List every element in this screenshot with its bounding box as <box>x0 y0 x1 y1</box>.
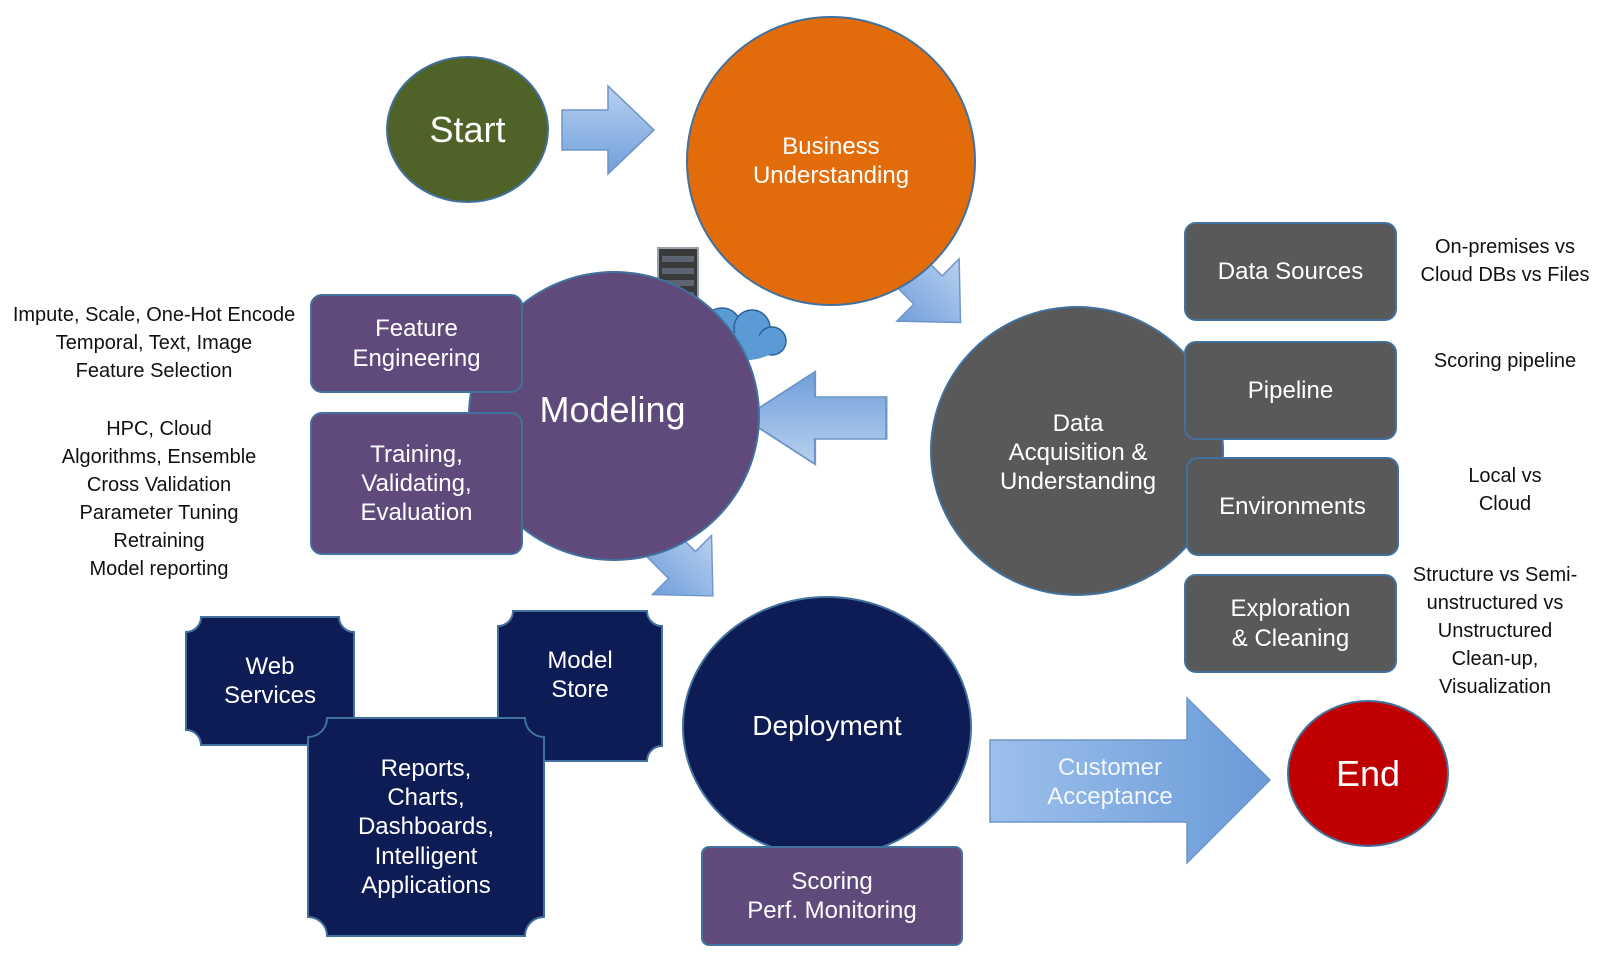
feature-engineering-box <box>310 294 523 393</box>
feature-engineering-note: Impute, Scale, One-Hot Encode Temporal, … <box>12 304 296 382</box>
end-node <box>1287 700 1449 847</box>
start-label: Start <box>429 108 506 150</box>
reports-label: Reports, Charts, Dashboards, Intelligent… <box>357 754 495 899</box>
pipeline-box <box>1184 341 1397 440</box>
training-box <box>310 412 523 555</box>
reports-shape <box>307 717 545 937</box>
scoring-label: Scoring Perf. Monitoring <box>747 867 917 924</box>
business-understanding-label: Business Understanding <box>752 132 910 189</box>
deployment-node <box>682 596 972 858</box>
environments-note: Local vs Cloud <box>1468 465 1542 515</box>
data-sources-box <box>1184 222 1397 321</box>
data-acquisition-label: Data Acquisition & Understanding <box>999 409 1157 496</box>
scoring-box <box>701 846 963 946</box>
environments-label: Environments <box>1219 492 1366 520</box>
web-services-label: Web Services <box>223 652 317 709</box>
arrow-data-to-modeling <box>742 369 888 467</box>
pipeline-note: Scoring pipeline <box>1433 350 1577 372</box>
pipeline-label: Pipeline <box>1247 376 1334 404</box>
business-understanding-node <box>686 16 976 306</box>
data-sources-label: Data Sources <box>1217 257 1364 285</box>
start-node <box>386 56 549 203</box>
deployment-label: Deployment <box>752 709 902 741</box>
end-label: End <box>1335 752 1401 794</box>
data-sources-note: On-premises vs Cloud DBs vs Files <box>1420 236 1590 286</box>
model-store-shape <box>497 610 663 762</box>
arrow-start-to-business <box>561 84 656 176</box>
customer-acceptance-label: Customer Acceptance <box>1047 753 1173 810</box>
exploration-note: Structure vs Semi- unstructured vs Unstr… <box>1412 564 1578 698</box>
environments-box <box>1186 457 1399 556</box>
feature-engineering-label: Feature Engineering <box>352 315 481 372</box>
arrow-customer-acceptance <box>989 696 1272 865</box>
exploration-box <box>1184 574 1397 673</box>
training-label: Training, Validating, Evaluation <box>360 440 473 527</box>
data-acquisition-node <box>930 306 1224 596</box>
exploration-label: Exploration & Cleaning <box>1230 595 1351 652</box>
model-store-label: Model Store <box>547 646 613 703</box>
training-note: HPC, Cloud Algorithms, Ensemble Cross Va… <box>61 418 257 580</box>
modeling-label: Modeling <box>539 389 686 431</box>
